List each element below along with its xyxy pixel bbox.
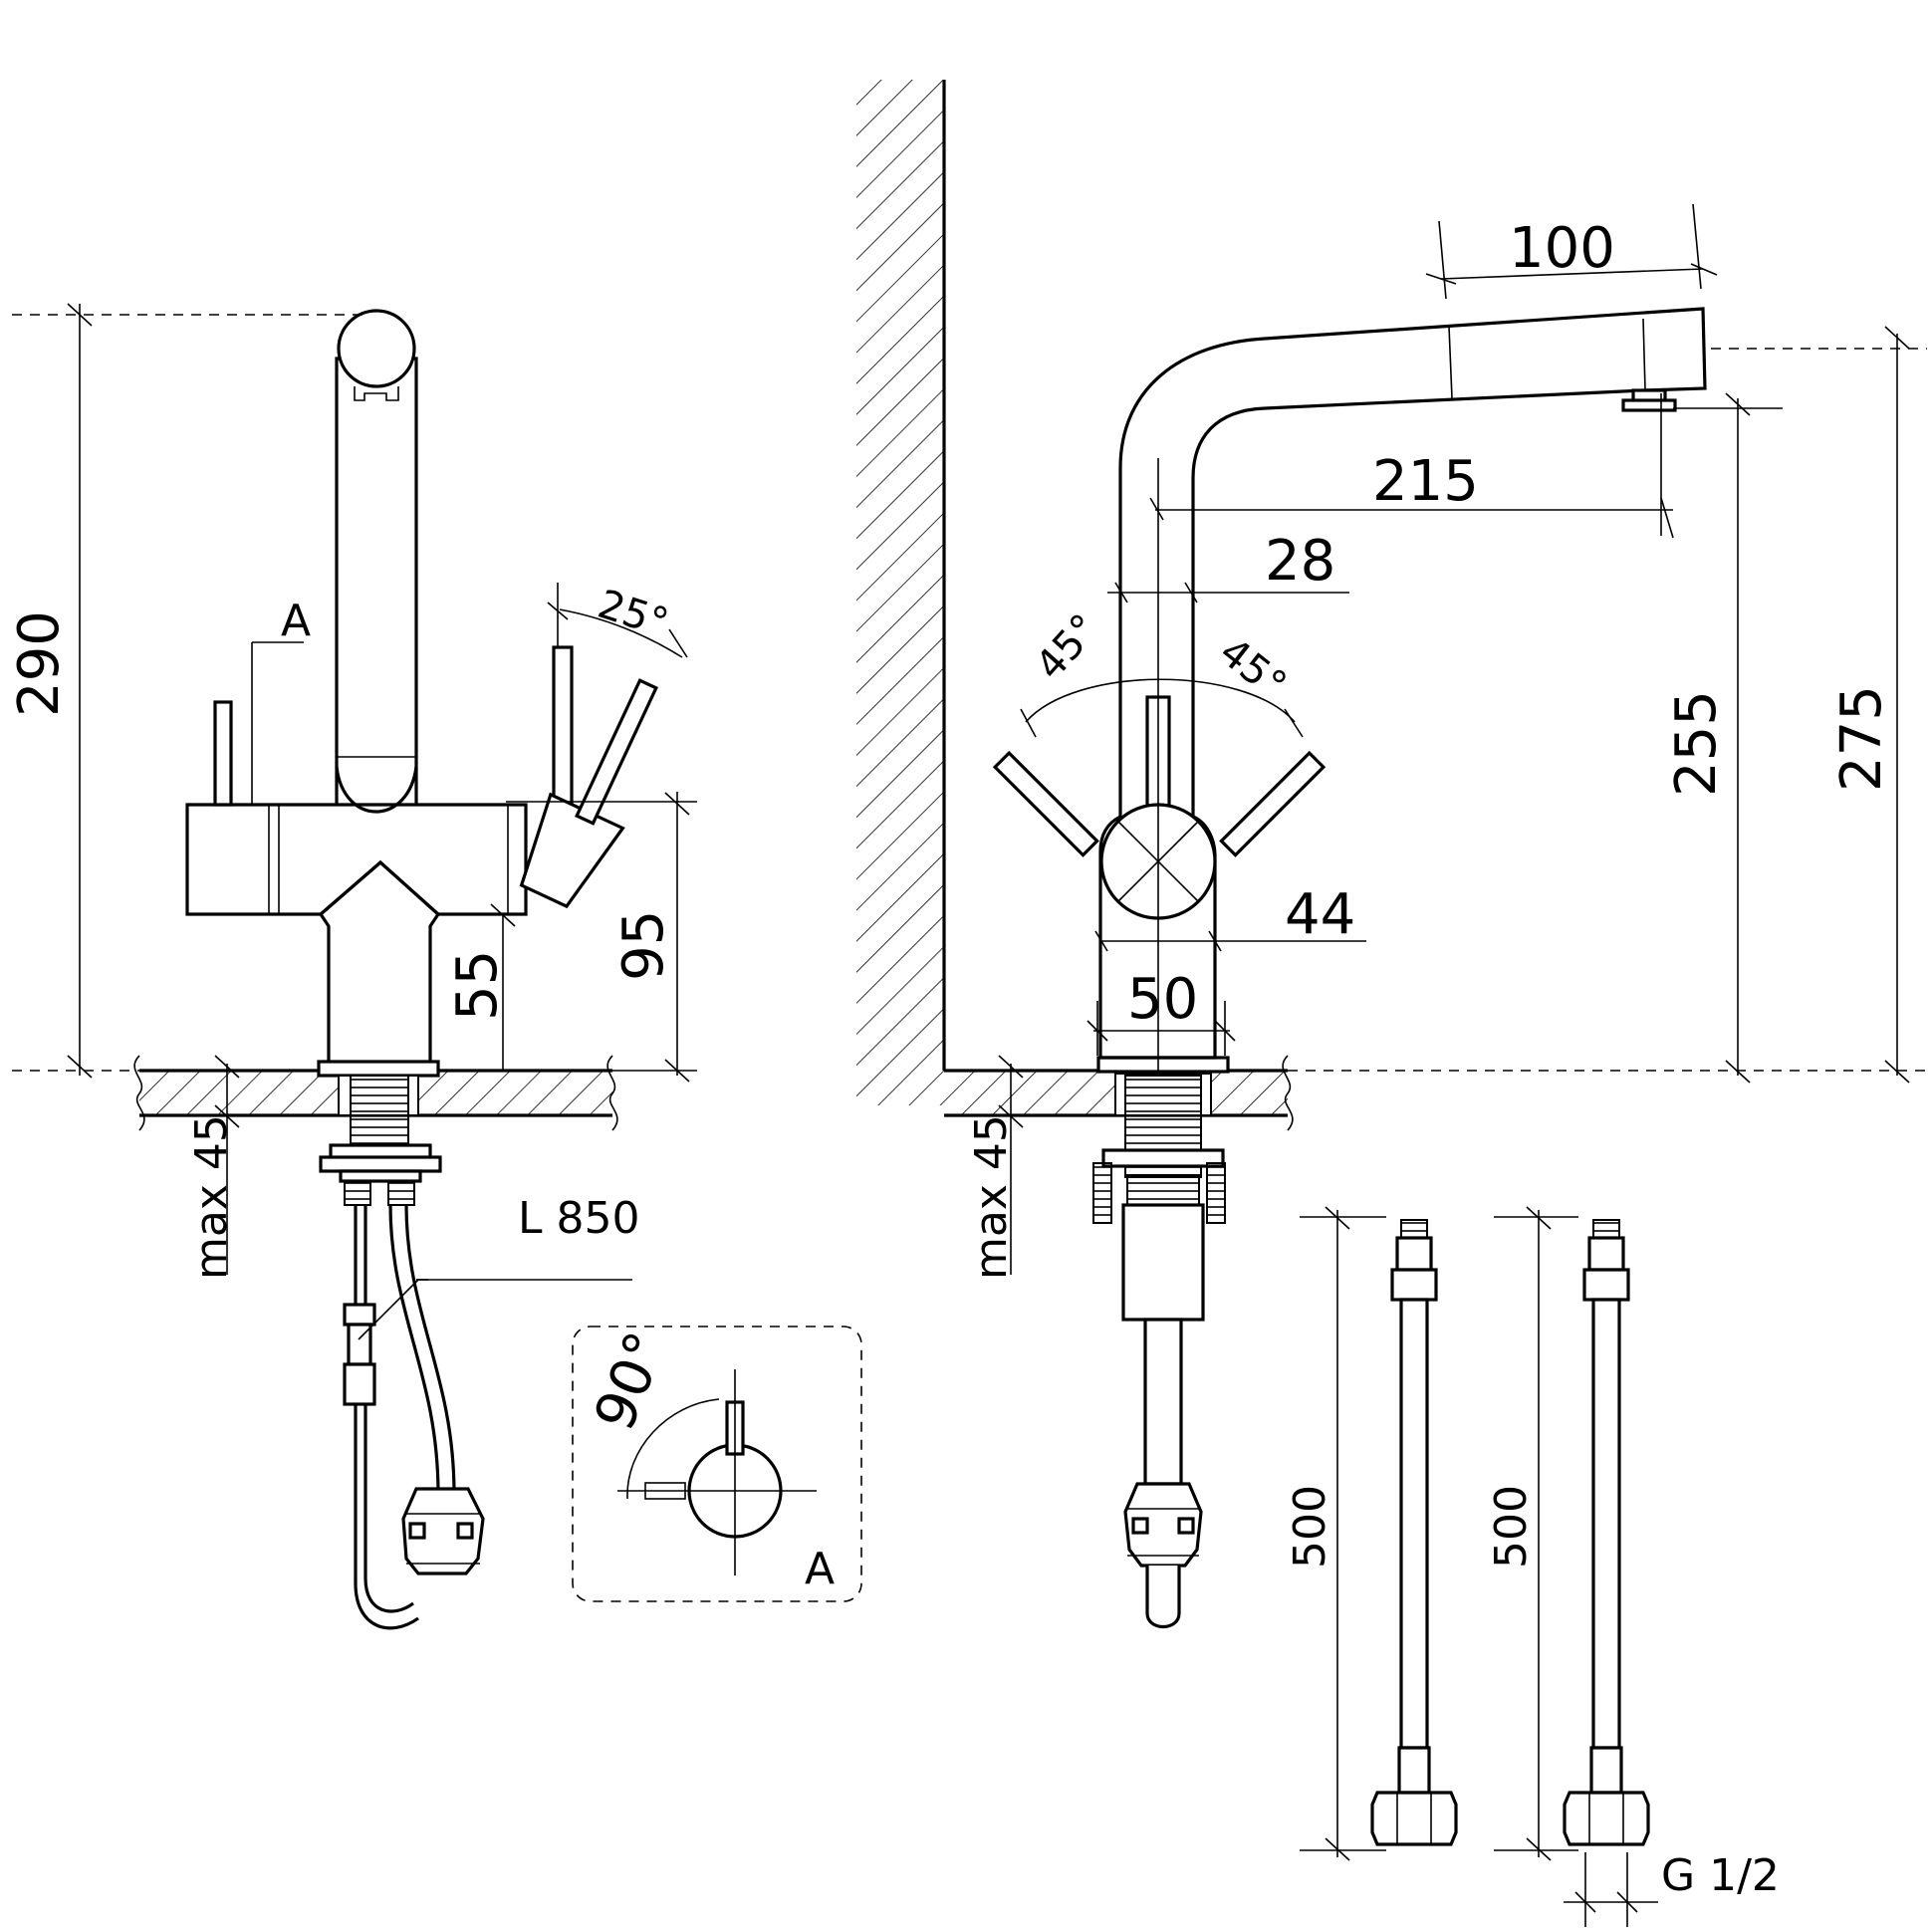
detail-a-label: A — [805, 1544, 835, 1594]
front-hose-weight — [401, 1487, 485, 1575]
side-spout — [1098, 307, 1707, 1060]
dim-28: 28 — [1265, 529, 1335, 594]
dim-25-deg: 25° — [593, 582, 674, 647]
dim-hose-length: L 850 — [518, 1193, 639, 1244]
front-shank — [319, 1075, 442, 1206]
dim-290: 290 — [7, 610, 72, 717]
dim-95: 95 — [611, 910, 676, 981]
front-view: 290 25° A 95 55 max 45 L 850 — [7, 303, 697, 1630]
thread-size-label: G 1/2 — [1661, 1850, 1780, 1901]
dim-50: 50 — [1127, 967, 1198, 1032]
dim-45-deg-left: 45° — [1027, 605, 1108, 688]
side-shank — [1092, 1075, 1226, 1486]
dim-hose-500-2: 500 — [1486, 1485, 1537, 1569]
dim-44: 44 — [1285, 882, 1355, 947]
front-levers — [213, 645, 658, 909]
dim-255: 255 — [1664, 690, 1729, 797]
front-valve-body — [185, 803, 528, 916]
side-levers — [992, 695, 1327, 920]
supply-hoses: 500 500 G 1/2 — [1285, 1206, 1780, 1927]
dim-max-45-front: max 45 — [186, 1114, 237, 1280]
dim-55: 55 — [445, 950, 510, 1021]
dim-215: 215 — [1372, 449, 1479, 514]
side-view: 100 215 28 45° 45° 255 275 44 50 max 45 — [846, 80, 1927, 1628]
dim-100: 100 — [1509, 216, 1615, 281]
side-dimensions — [998, 203, 1927, 1275]
detail-a: 90° A — [572, 1324, 862, 1602]
supply-hose-1 — [1370, 1219, 1458, 1846]
hose-dimensions — [1300, 1206, 1658, 1927]
detail-ref-a: A — [281, 596, 311, 646]
supply-hose-2 — [1563, 1219, 1650, 1846]
side-hose-weight — [1123, 1482, 1203, 1628]
front-lower-body — [318, 859, 441, 1062]
dim-max-45-side: max 45 — [966, 1114, 1017, 1280]
wall — [846, 80, 946, 1105]
dim-275: 275 — [1829, 685, 1894, 792]
front-supply-hoses — [343, 1204, 456, 1630]
front-spout — [335, 309, 418, 814]
dim-hose-500-1: 500 — [1285, 1485, 1335, 1569]
front-dimensions — [12, 303, 697, 1340]
dim-45-deg-right: 45° — [1211, 629, 1295, 709]
